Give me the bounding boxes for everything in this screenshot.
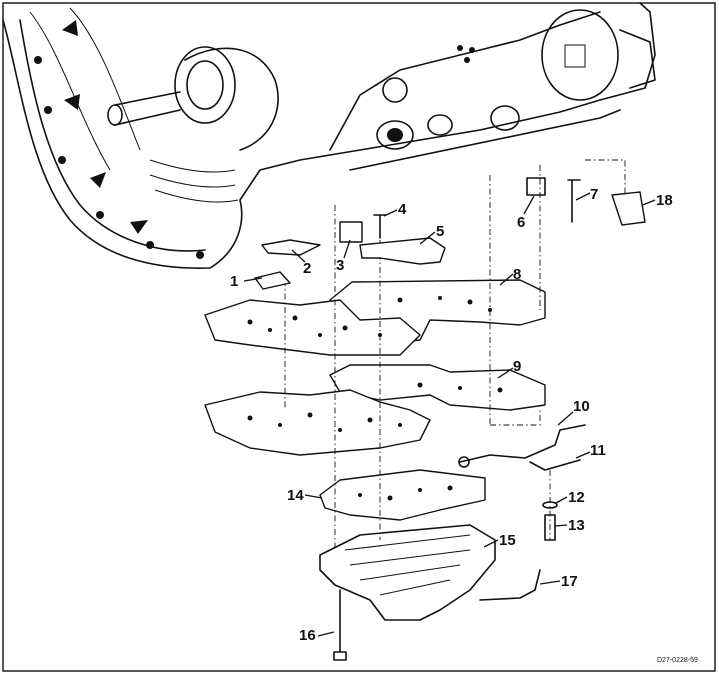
callout-14: 14 <box>287 487 304 504</box>
callout-3: 3 <box>336 257 344 274</box>
assembly-lines <box>284 159 626 550</box>
callout-9: 9 <box>513 358 521 375</box>
callout-8: 8 <box>513 266 521 283</box>
callout-labels: 1 2 3 4 5 6 7 8 9 10 11 12 13 14 15 16 1… <box>230 186 673 644</box>
part-14-plate <box>319 469 486 521</box>
callout-leaders <box>243 192 656 637</box>
callout-4: 4 <box>398 201 407 218</box>
figure-reference: D27-0228-59 <box>657 657 698 664</box>
callout-7: 7 <box>590 186 598 203</box>
part-9-plate <box>329 364 546 411</box>
callout-17: 17 <box>561 573 578 590</box>
callout-5: 5 <box>436 223 444 240</box>
transmission-housing <box>2 2 656 269</box>
part-8-plate-front <box>204 299 421 356</box>
callout-6: 6 <box>517 214 525 231</box>
part-9-plate-front <box>204 389 431 456</box>
callout-15: 15 <box>499 532 516 549</box>
part-15-valve-body <box>319 524 496 621</box>
plate-holes <box>247 296 503 501</box>
callout-13: 13 <box>568 517 585 534</box>
callout-1: 1 <box>230 273 238 290</box>
small-parts <box>254 177 646 661</box>
callout-10: 10 <box>573 398 590 415</box>
callout-18: 18 <box>656 192 673 209</box>
callout-11: 11 <box>590 442 606 459</box>
callout-2: 2 <box>303 260 311 277</box>
callout-12: 12 <box>568 489 585 506</box>
callout-16: 16 <box>299 627 316 644</box>
